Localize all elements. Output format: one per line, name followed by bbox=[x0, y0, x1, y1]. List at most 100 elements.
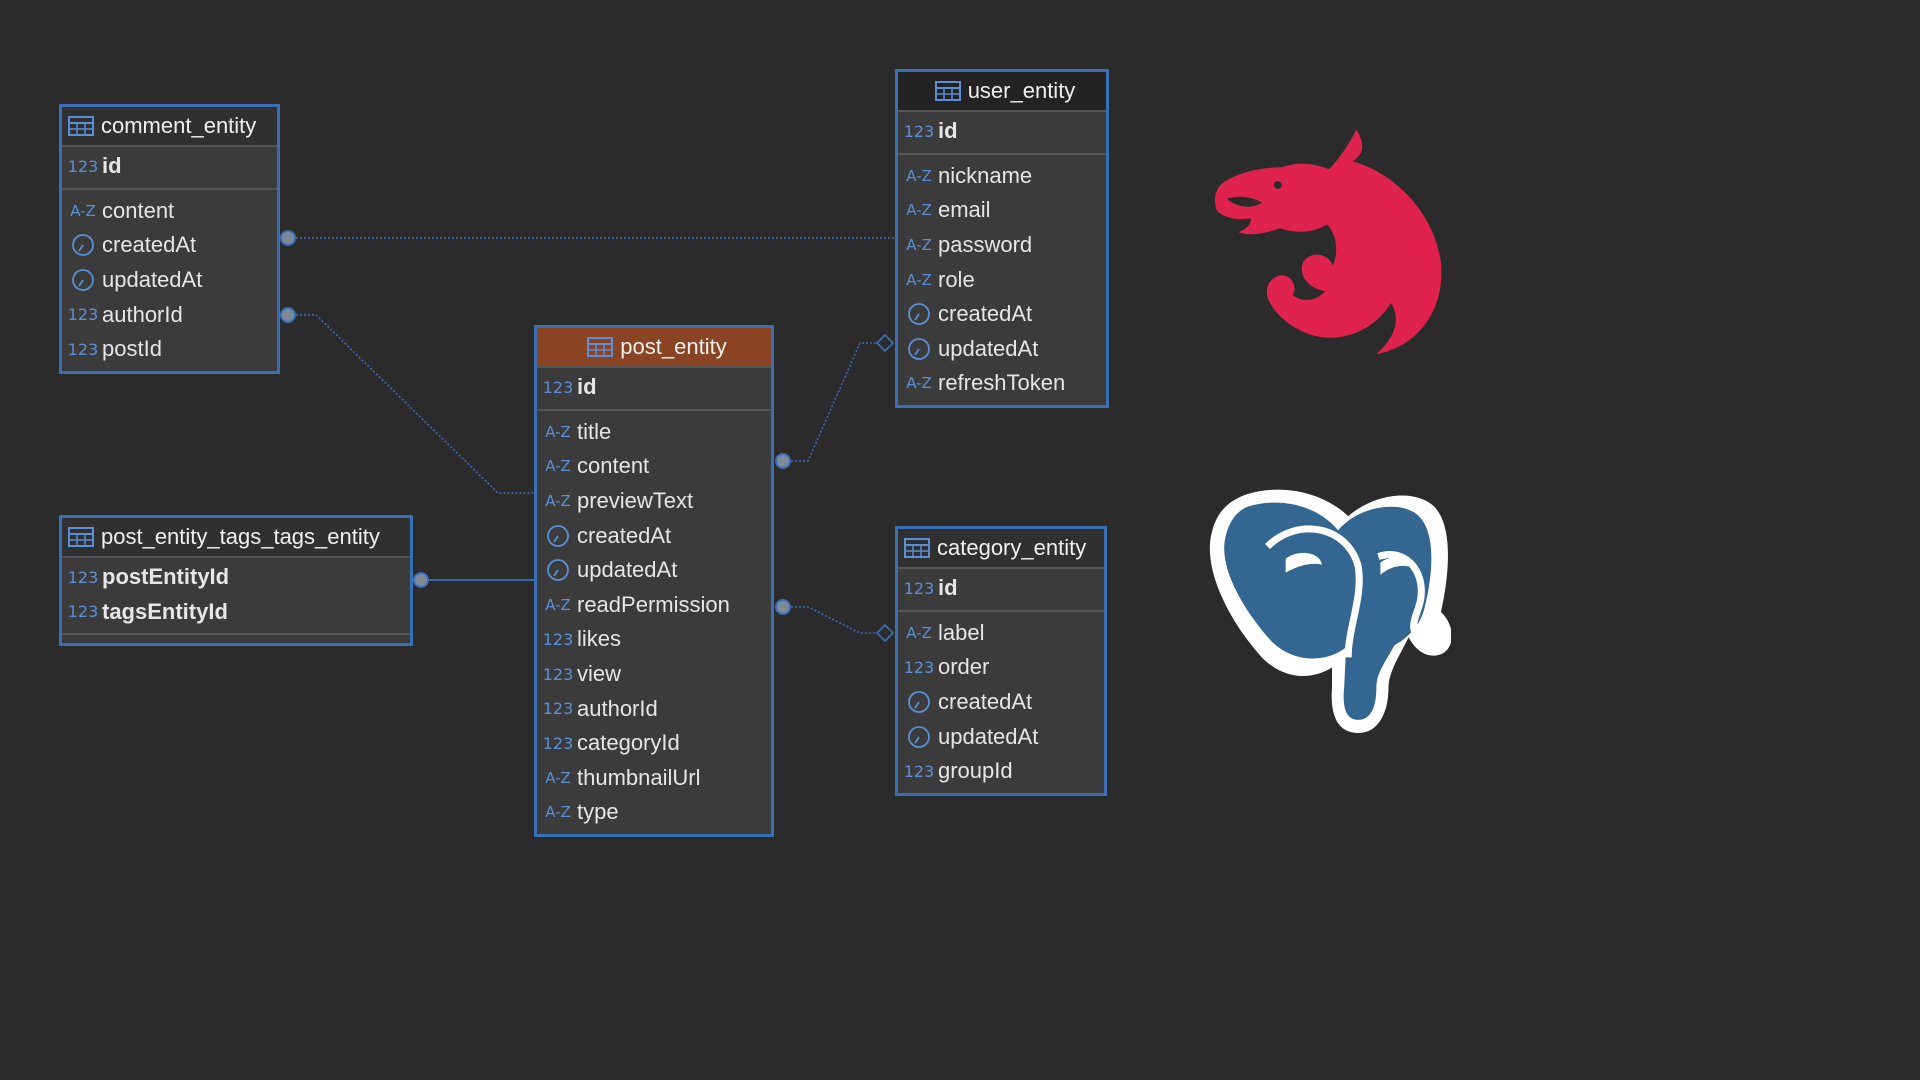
numeric-type-icon: 123 bbox=[903, 761, 935, 781]
numeric-type-icon: 123 bbox=[67, 602, 99, 622]
table-icon bbox=[904, 538, 930, 558]
entity-title: user_entity bbox=[967, 78, 1076, 103]
entity-header[interactable]: post_entity_tags_tags_entity bbox=[62, 518, 410, 558]
column-name: categoryId bbox=[577, 730, 680, 756]
link-endpoint-diamond[interactable] bbox=[875, 333, 895, 353]
entity-header[interactable]: post_entity bbox=[537, 328, 771, 368]
column-name: createdAt bbox=[102, 232, 197, 258]
column-row-createdAt[interactable]: createdAt bbox=[537, 518, 771, 553]
link-endpoint-dot[interactable] bbox=[775, 599, 791, 615]
column-name: groupId bbox=[938, 758, 1013, 784]
datetime-type-icon bbox=[67, 233, 99, 257]
column-row-title[interactable]: A-Z title bbox=[537, 415, 771, 450]
text-type-icon: A-Z bbox=[906, 270, 932, 289]
entity-header[interactable]: comment_entity bbox=[62, 107, 277, 147]
link-endpoint-dot[interactable] bbox=[413, 572, 429, 588]
link-endpoint-dot[interactable] bbox=[280, 230, 296, 246]
numeric-type-icon: 123 bbox=[67, 339, 99, 359]
column-name: view bbox=[577, 661, 622, 687]
numeric-type-icon: 123 bbox=[67, 305, 99, 325]
column-row-role[interactable]: A-Z role bbox=[898, 262, 1106, 297]
text-type-icon: A-Z bbox=[906, 374, 932, 393]
column-name: postEntityId bbox=[102, 564, 230, 590]
column-name: refreshToken bbox=[938, 370, 1066, 396]
column-name: title bbox=[577, 418, 612, 444]
link-endpoint-diamond[interactable] bbox=[875, 623, 895, 643]
text-type-icon: A-Z bbox=[545, 595, 571, 614]
numeric-type-icon: 123 bbox=[542, 664, 574, 684]
column-name: createdAt bbox=[938, 689, 1033, 715]
column-row-refreshToken[interactable]: A-Z refreshToken bbox=[898, 366, 1106, 401]
column-row-updatedAt[interactable]: updatedAt bbox=[898, 332, 1106, 367]
text-type-icon: A-Z bbox=[545, 457, 571, 476]
entity-header[interactable]: category_entity bbox=[898, 529, 1104, 569]
column-row-createdAt[interactable]: createdAt bbox=[898, 297, 1106, 332]
column-name: updatedAt bbox=[938, 335, 1039, 361]
column-name: role bbox=[938, 266, 975, 292]
column-row-createdAt[interactable]: createdAt bbox=[898, 685, 1104, 720]
column-row-createdAt[interactable]: createdAt bbox=[62, 228, 277, 263]
column-name: previewText bbox=[577, 488, 694, 514]
text-type-icon: A-Z bbox=[545, 768, 571, 787]
column-name: postId bbox=[102, 336, 162, 362]
column-name: authorId bbox=[102, 301, 183, 327]
link-endpoint-dot[interactable] bbox=[775, 453, 791, 469]
column-name: createdAt bbox=[577, 522, 672, 548]
column-name: order bbox=[938, 654, 990, 680]
entity-header[interactable]: user_entity bbox=[898, 72, 1106, 112]
column-name: createdAt bbox=[938, 301, 1033, 327]
column-name: type bbox=[577, 799, 619, 825]
column-row-updatedAt[interactable]: updatedAt bbox=[898, 719, 1104, 754]
text-type-icon: A-Z bbox=[906, 201, 932, 220]
datetime-type-icon bbox=[903, 337, 935, 361]
table-icon bbox=[934, 81, 961, 101]
column-row-updatedAt[interactable]: updatedAt bbox=[537, 553, 771, 588]
link-endpoint-dot[interactable] bbox=[280, 307, 296, 323]
entity-title: post_entity bbox=[620, 334, 727, 359]
numeric-type-icon: 123 bbox=[542, 733, 574, 753]
column-name: id bbox=[938, 575, 958, 601]
numeric-type-icon: 123 bbox=[903, 657, 935, 677]
column-name: id bbox=[102, 153, 122, 179]
nestjs-logo bbox=[1214, 129, 1442, 355]
column-name: authorId bbox=[577, 695, 658, 721]
column-row-updatedAt[interactable]: updatedAt bbox=[62, 263, 277, 298]
text-type-icon: A-Z bbox=[545, 422, 571, 441]
entity-title: category_entity bbox=[937, 535, 1087, 560]
column-name: updatedAt bbox=[577, 557, 678, 583]
